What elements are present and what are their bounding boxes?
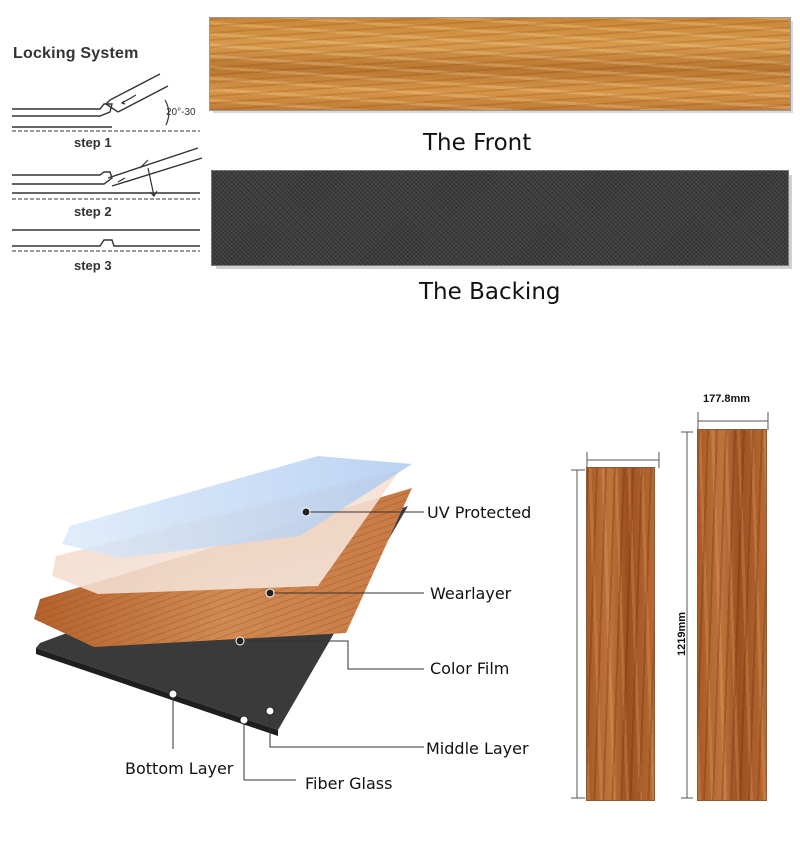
- locking-steps-illustration: [12, 73, 203, 252]
- tall-plank-image: [698, 430, 766, 800]
- step-1-drawing: [12, 73, 200, 132]
- step-3-label: step 3: [74, 258, 112, 273]
- length-dimension-label: 1219mm: [676, 611, 688, 656]
- short-plank-image: [587, 468, 654, 800]
- backing-caption: The Backing: [419, 279, 561, 305]
- step-1-label: step 1: [74, 135, 112, 150]
- uv-layer-shape: [62, 456, 412, 558]
- angle-label: 20°-30: [166, 107, 196, 118]
- uv-protected-label: UV Protected: [427, 503, 532, 522]
- dimension-lines: [571, 412, 769, 799]
- wearlayer-label: Wearlayer: [430, 584, 512, 603]
- locking-system-diagram: Locking System: [0, 0, 210, 290]
- step-2-label: step 2: [74, 204, 112, 219]
- step-3-drawing: [12, 229, 200, 252]
- front-caption: The Front: [423, 130, 532, 156]
- color-film-label: Color Film: [430, 659, 510, 678]
- middle-layer-label: Middle Layer: [426, 739, 529, 758]
- bottom-layer-edge: [36, 648, 278, 736]
- layer-connectors: [172, 511, 424, 781]
- bottom-layer-label: Bottom Layer: [125, 759, 234, 778]
- layer-dots: [168, 507, 311, 725]
- locking-system-title: Locking System: [13, 45, 139, 62]
- layer-structure-diagram: [34, 456, 424, 781]
- front-plank-image: [210, 18, 790, 110]
- fiber-glass-label: Fiber Glass: [305, 774, 393, 793]
- step-2-drawing: [12, 147, 203, 200]
- backing-plank-image: [212, 171, 788, 265]
- width-dimension-label: 177.8mm: [703, 393, 751, 405]
